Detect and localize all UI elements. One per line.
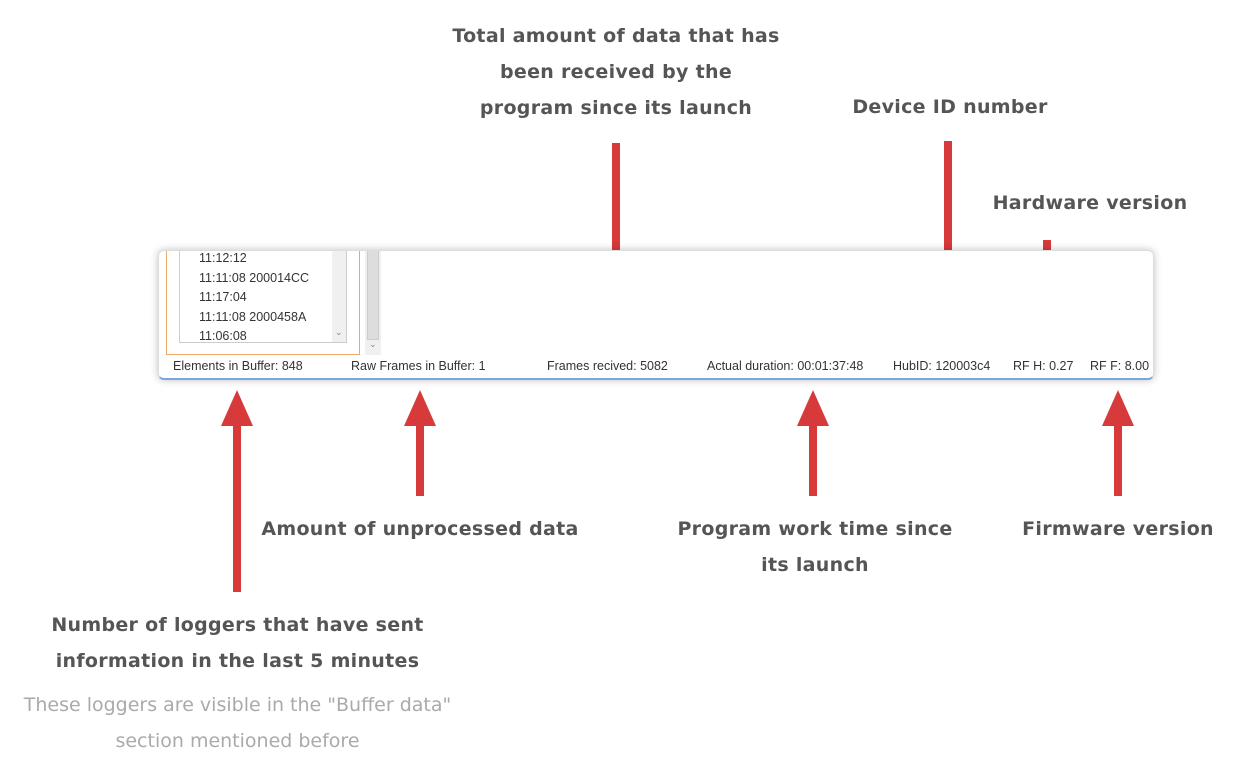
annotation-unprocessed: Amount of unprocessed data [261,518,579,540]
rf-firmware: RF F: 8.00 [1090,359,1150,373]
annotation-total-data: Total amount of data that has been recei… [452,25,780,119]
list-item[interactable]: 11:11:08 2000458A [199,309,307,324]
chevron-down-icon[interactable]: ⌄ [369,339,377,349]
arrow-up-icon [221,390,253,592]
arrow-up-icon [404,390,436,496]
list-item[interactable]: 11:17:04 [199,290,247,304]
hub-id: HubID: 120003c4 [893,359,991,373]
arrow-up-icon [1102,390,1134,496]
annotation-loggers: Number of loggers that have sent informa… [51,614,424,672]
annotation-device-id: Device ID number [852,96,1048,118]
list-item[interactable]: 11:06:08 [199,329,247,343]
actual-duration: Actual duration: 00:01:37:48 [707,359,864,373]
buffer-list[interactable]: 11:12:12 11:11:08 200014CC 11:17:04 11:1… [179,251,347,343]
elements-in-buffer: Elements in Buffer: 848 [173,359,303,373]
scrollbar-thumb[interactable] [367,251,379,340]
chevron-down-icon[interactable]: ⌄ [335,327,343,337]
rf-hardware: RF H: 0.27 [1013,359,1074,373]
frames-received: Frames recived: 5082 [547,359,668,373]
vertical-scrollbar[interactable]: ⌄ [365,251,381,355]
annotation-firmware-version: Firmware version [1022,518,1214,540]
app-window-status-area: 11:12:12 11:11:08 200014CC 11:17:04 11:1… [158,250,1154,380]
annotation-work-time: Program work time since its launch [677,518,953,576]
annotation-hardware-version: Hardware version [992,192,1188,214]
list-item[interactable]: 11:12:12 [199,251,247,265]
arrow-up-icon [797,390,829,496]
buffer-data-group: 11:12:12 11:11:08 200014CC 11:17:04 11:1… [166,251,360,355]
list-item[interactable]: 11:11:08 200014CC [199,270,310,285]
raw-frames-in-buffer: Raw Frames in Buffer: 1 [351,359,486,373]
list-scrollbar[interactable]: ⌄ [332,251,346,342]
annotation-loggers-note: These loggers are visible in the "Buffer… [23,694,452,752]
